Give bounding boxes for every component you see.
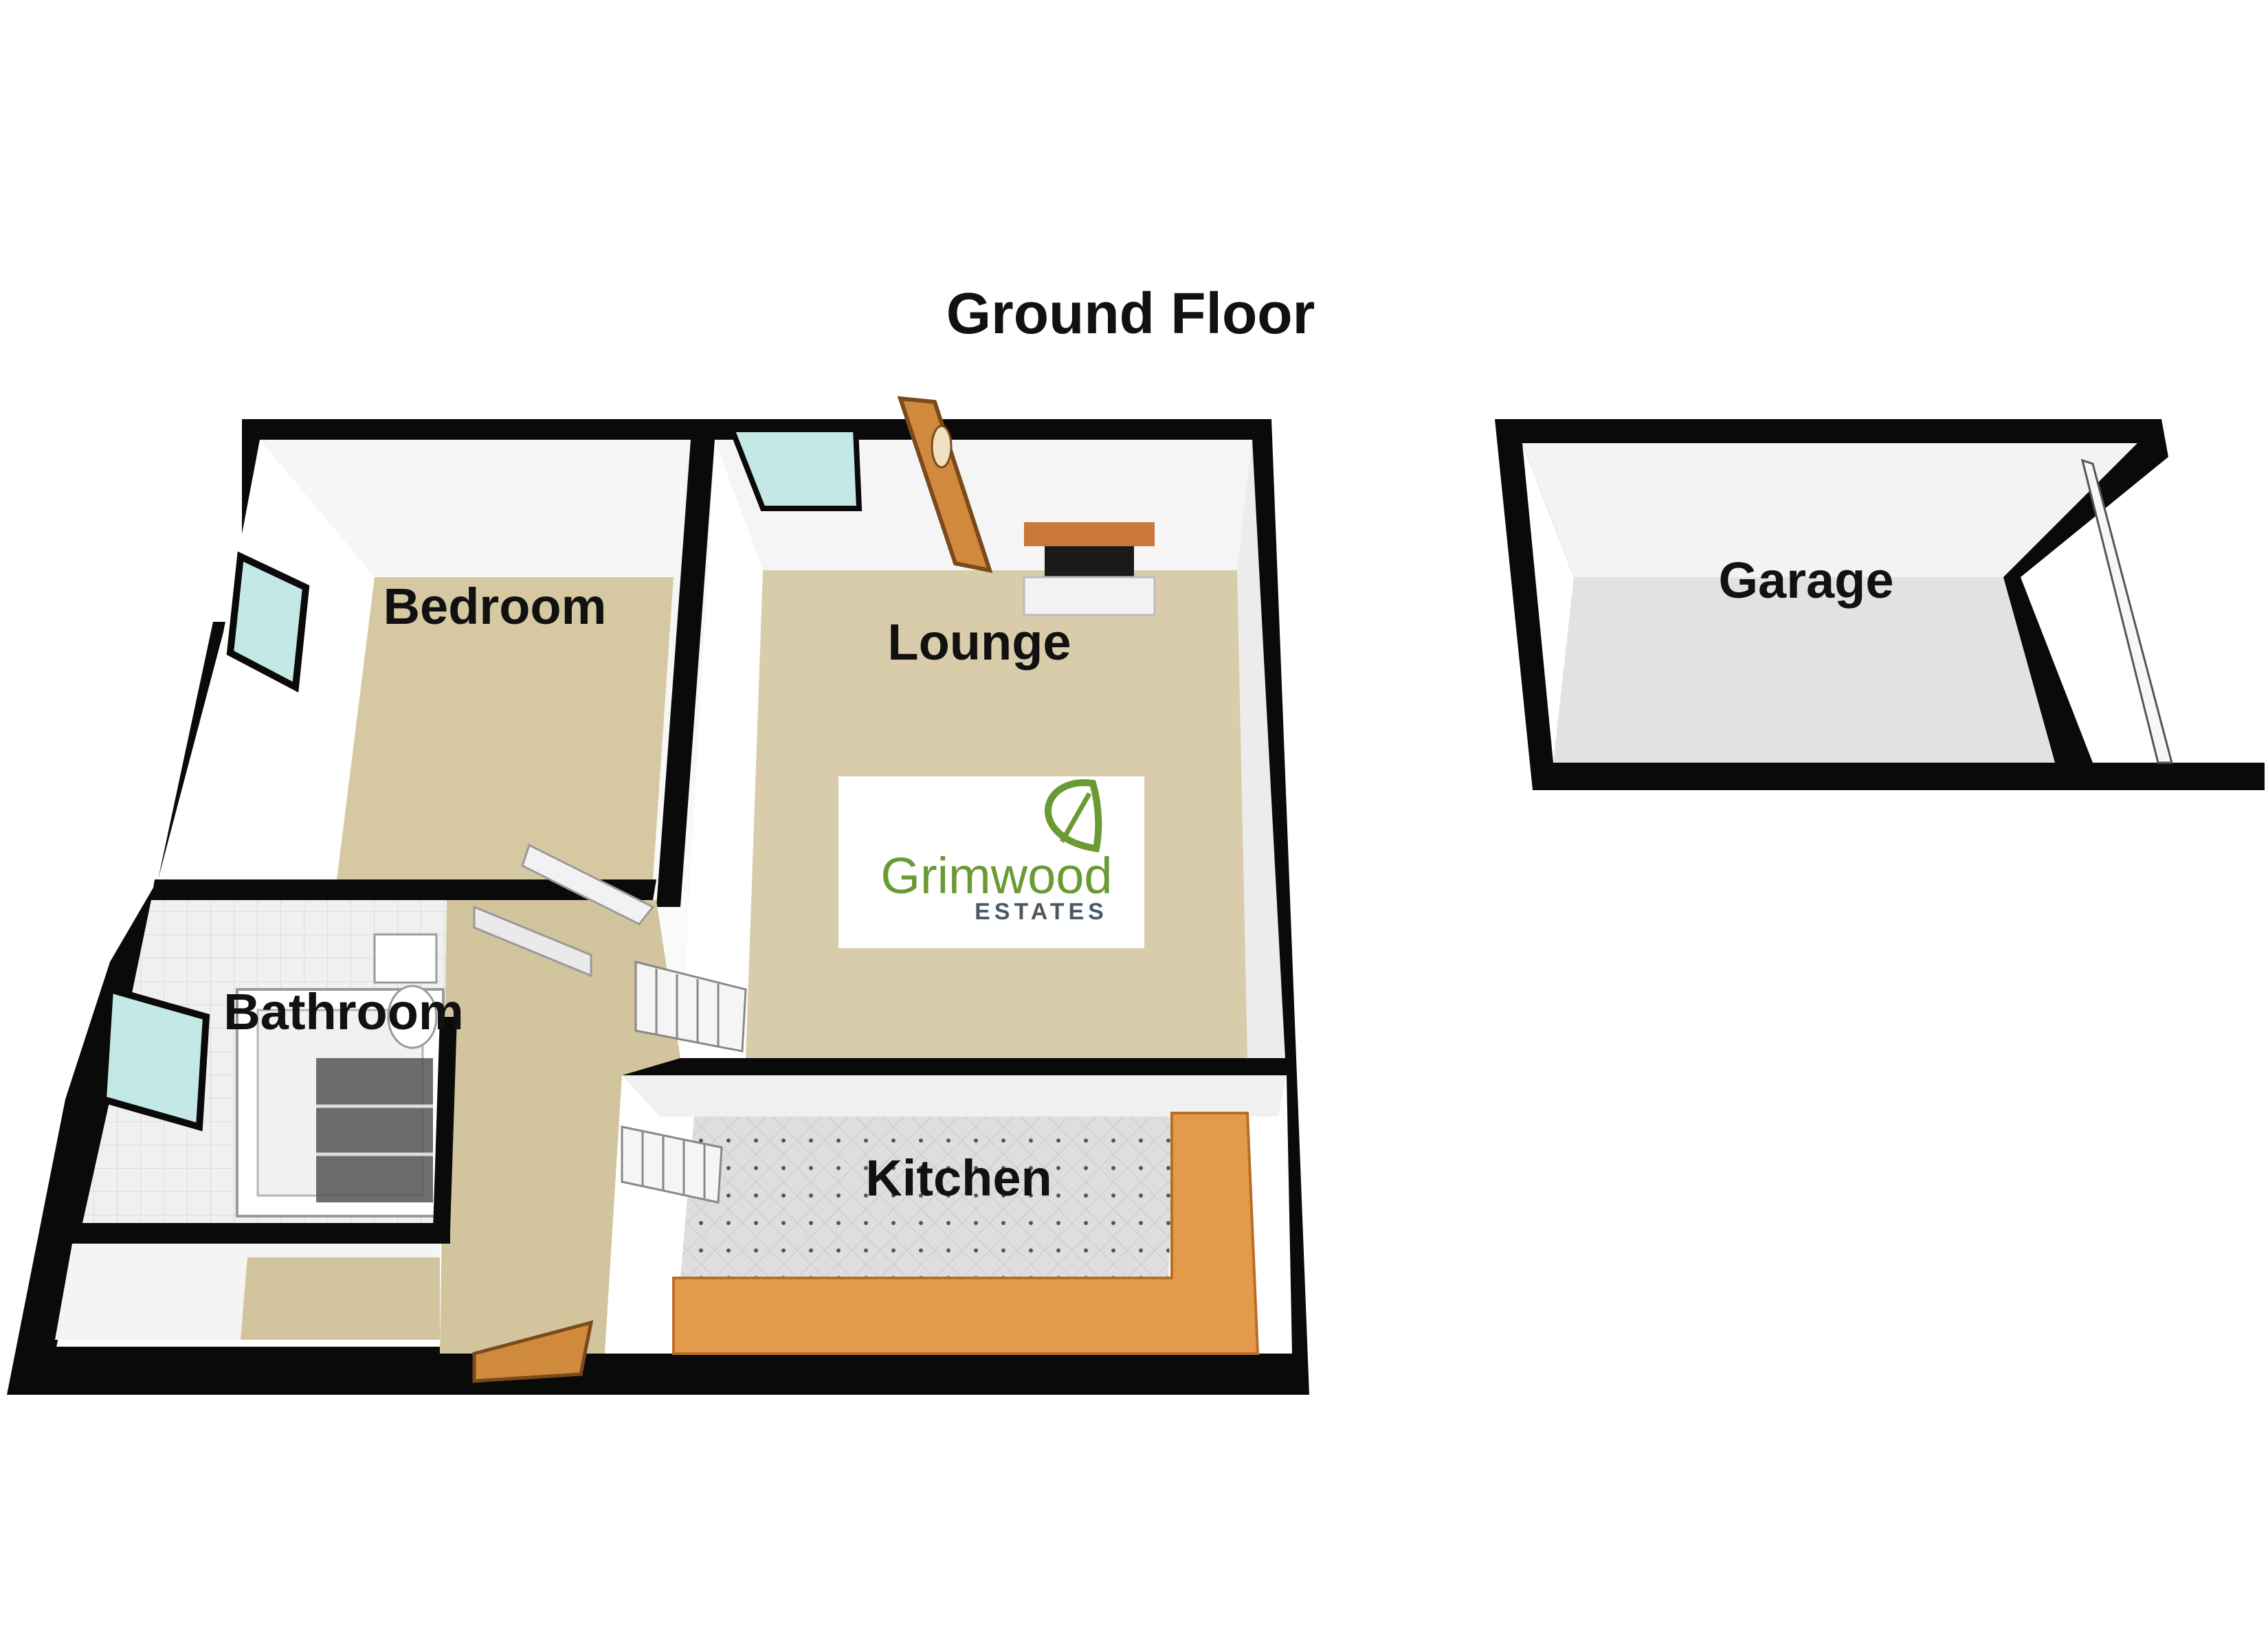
bedroom-door <box>521 843 655 926</box>
toilet <box>373 933 438 1049</box>
store-room <box>52 1244 440 1367</box>
lounge-room: Lounge Grimwood ESTATES <box>622 396 1287 1075</box>
fireplace <box>1023 522 1156 616</box>
kitchen-room: Kitchen <box>605 1075 1292 1355</box>
bathroom-window <box>99 985 210 1132</box>
logo-subtitle: ESTATES <box>975 899 1108 925</box>
company-logo: Grimwood ESTATES <box>838 776 1144 948</box>
bedroom-floor <box>337 577 674 879</box>
lounge-window <box>728 427 863 511</box>
kitchen-label: Kitchen <box>865 1149 1052 1207</box>
garage-room: Garage <box>1495 419 2265 790</box>
kitchen-floor <box>680 1117 1175 1278</box>
radiator <box>634 961 747 1053</box>
kitchen-radiator <box>621 1125 723 1204</box>
hallway <box>440 843 747 1383</box>
bathroom-label: Bathroom <box>223 983 463 1040</box>
garage-floor <box>1553 577 2055 763</box>
logo-name: Grimwood <box>880 847 1112 904</box>
hall-cupboard <box>473 905 592 978</box>
bathroom-room: Bathroom <box>72 900 464 1244</box>
lounge-label: Lounge <box>887 614 1071 671</box>
kitchen-worktop <box>672 1112 1260 1355</box>
leaf-icon <box>1045 779 1102 853</box>
garage-label: Garage <box>1718 552 1893 609</box>
front-door <box>897 396 993 573</box>
bedroom-room: Bedroom <box>151 440 715 907</box>
garage-door <box>2080 458 2173 764</box>
shower-screen <box>316 1058 433 1202</box>
bedroom-window <box>226 551 310 693</box>
bedroom-label: Bedroom <box>383 578 607 635</box>
entrance-door <box>472 1320 594 1383</box>
floor-title: Ground Floor <box>946 281 1315 346</box>
